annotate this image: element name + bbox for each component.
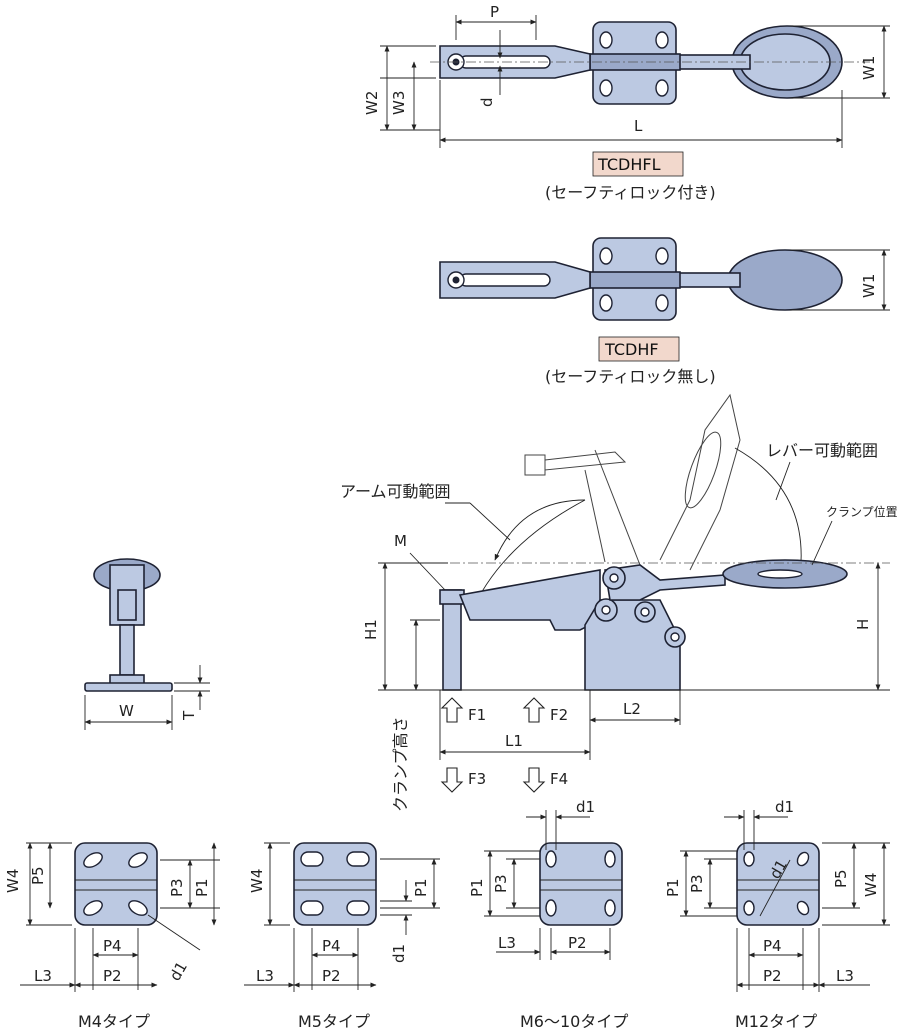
type-m12: M12タイプ [735,1012,817,1031]
m12-p4: P4 [763,937,782,955]
label-m: M [394,532,407,550]
dim-w1-top: W1 [860,56,878,80]
m4-p1: P1 [193,878,211,897]
type-m4: M4タイプ [78,1012,150,1031]
m5-w4: W4 [248,869,266,893]
type-m6-10: M6〜10タイプ [520,1012,628,1031]
m5-p2: P2 [322,967,341,985]
base-m6-10: d1 P1 P3 L3 P2 M6〜10タイプ [468,798,628,1031]
m4-w4: W4 [4,869,22,893]
dim-t: T [180,710,198,721]
label-arm-range: アーム可動範囲 [340,482,451,501]
m12-p2: P2 [763,967,782,985]
dim-w1-mid: W1 [860,274,878,298]
label-clamp-position: クランプ位置 [826,504,898,519]
dim-h: H [854,619,872,630]
side-view: アーム可動範囲 レバー可動範囲 クランプ位置 M H1 H L1 L2 クランプ… [340,393,898,812]
m5-p4: P4 [322,937,341,955]
dim-h1: H1 [362,619,380,640]
m12-d1-top: d1 [775,798,794,816]
dim-l2: L2 [623,700,641,718]
note-without-lock: (セーフティロック無し) [545,367,716,386]
base-m5: W4 P1 P4 d1 L3 P2 M5タイプ [244,842,440,1031]
dim-l: L [634,117,643,135]
m4-p4: P4 [103,937,122,955]
m5-d1: d1 [390,944,408,963]
model-tcdhf: TCDHF [604,340,659,359]
front-base [84,682,173,692]
force-f4: F4 [550,770,568,788]
m6-d1: d1 [576,798,595,816]
side-arm [458,569,601,631]
m12-l3: L3 [836,967,854,985]
model-tcdhfl: TCDHFL [597,155,661,174]
dim-w: W [119,702,134,720]
m12-w4: W4 [862,873,880,897]
m12-p5: P5 [832,869,850,888]
type-m5: M5タイプ [298,1012,370,1031]
m4-d1: d1 [166,958,191,984]
label-clamp-height: クランプ高さ [391,716,410,812]
m4-p2: P2 [103,967,122,985]
dim-w3: W3 [390,91,408,115]
note-with-lock: (セーフティロック付き) [545,183,716,202]
force-f3: F3 [468,770,486,788]
top-view: P L W2 W3 d W1 TCDHFL (セーフティロック付き) [363,3,890,202]
m6-l3: L3 [498,934,516,952]
m12-p3: P3 [688,874,706,893]
m6-p2: P2 [568,934,587,952]
dim-l1: L1 [505,732,523,750]
m5-l3: L3 [256,967,274,985]
dim-p: P [490,3,499,21]
m6-p1: P1 [468,878,486,897]
m5-p1: P1 [412,878,430,897]
dim-d: d [478,97,496,107]
m4-p5: P5 [29,866,47,885]
handle-grip [727,249,843,311]
m4-p3: P3 [168,878,186,897]
mid-view: W1 TCDHF (セーフティロック無し) [439,237,890,386]
force-f1: F1 [468,706,486,724]
m4-l3: L3 [34,967,52,985]
force-f2: F2 [550,706,568,724]
label-lever-range: レバー可動範囲 [766,441,878,460]
base-m4: W4 P5 P3 P1 P4 L3 P2 d1 M4タイプ [4,842,220,1031]
base-m12: d1 d1 P1 P3 P5 W4 P4 P2 L3 M12タイプ [664,798,890,1031]
m12-p1: P1 [664,878,682,897]
dim-w2: W2 [363,91,381,115]
m6-p3: P3 [492,874,510,893]
front-view: W T [84,558,210,730]
